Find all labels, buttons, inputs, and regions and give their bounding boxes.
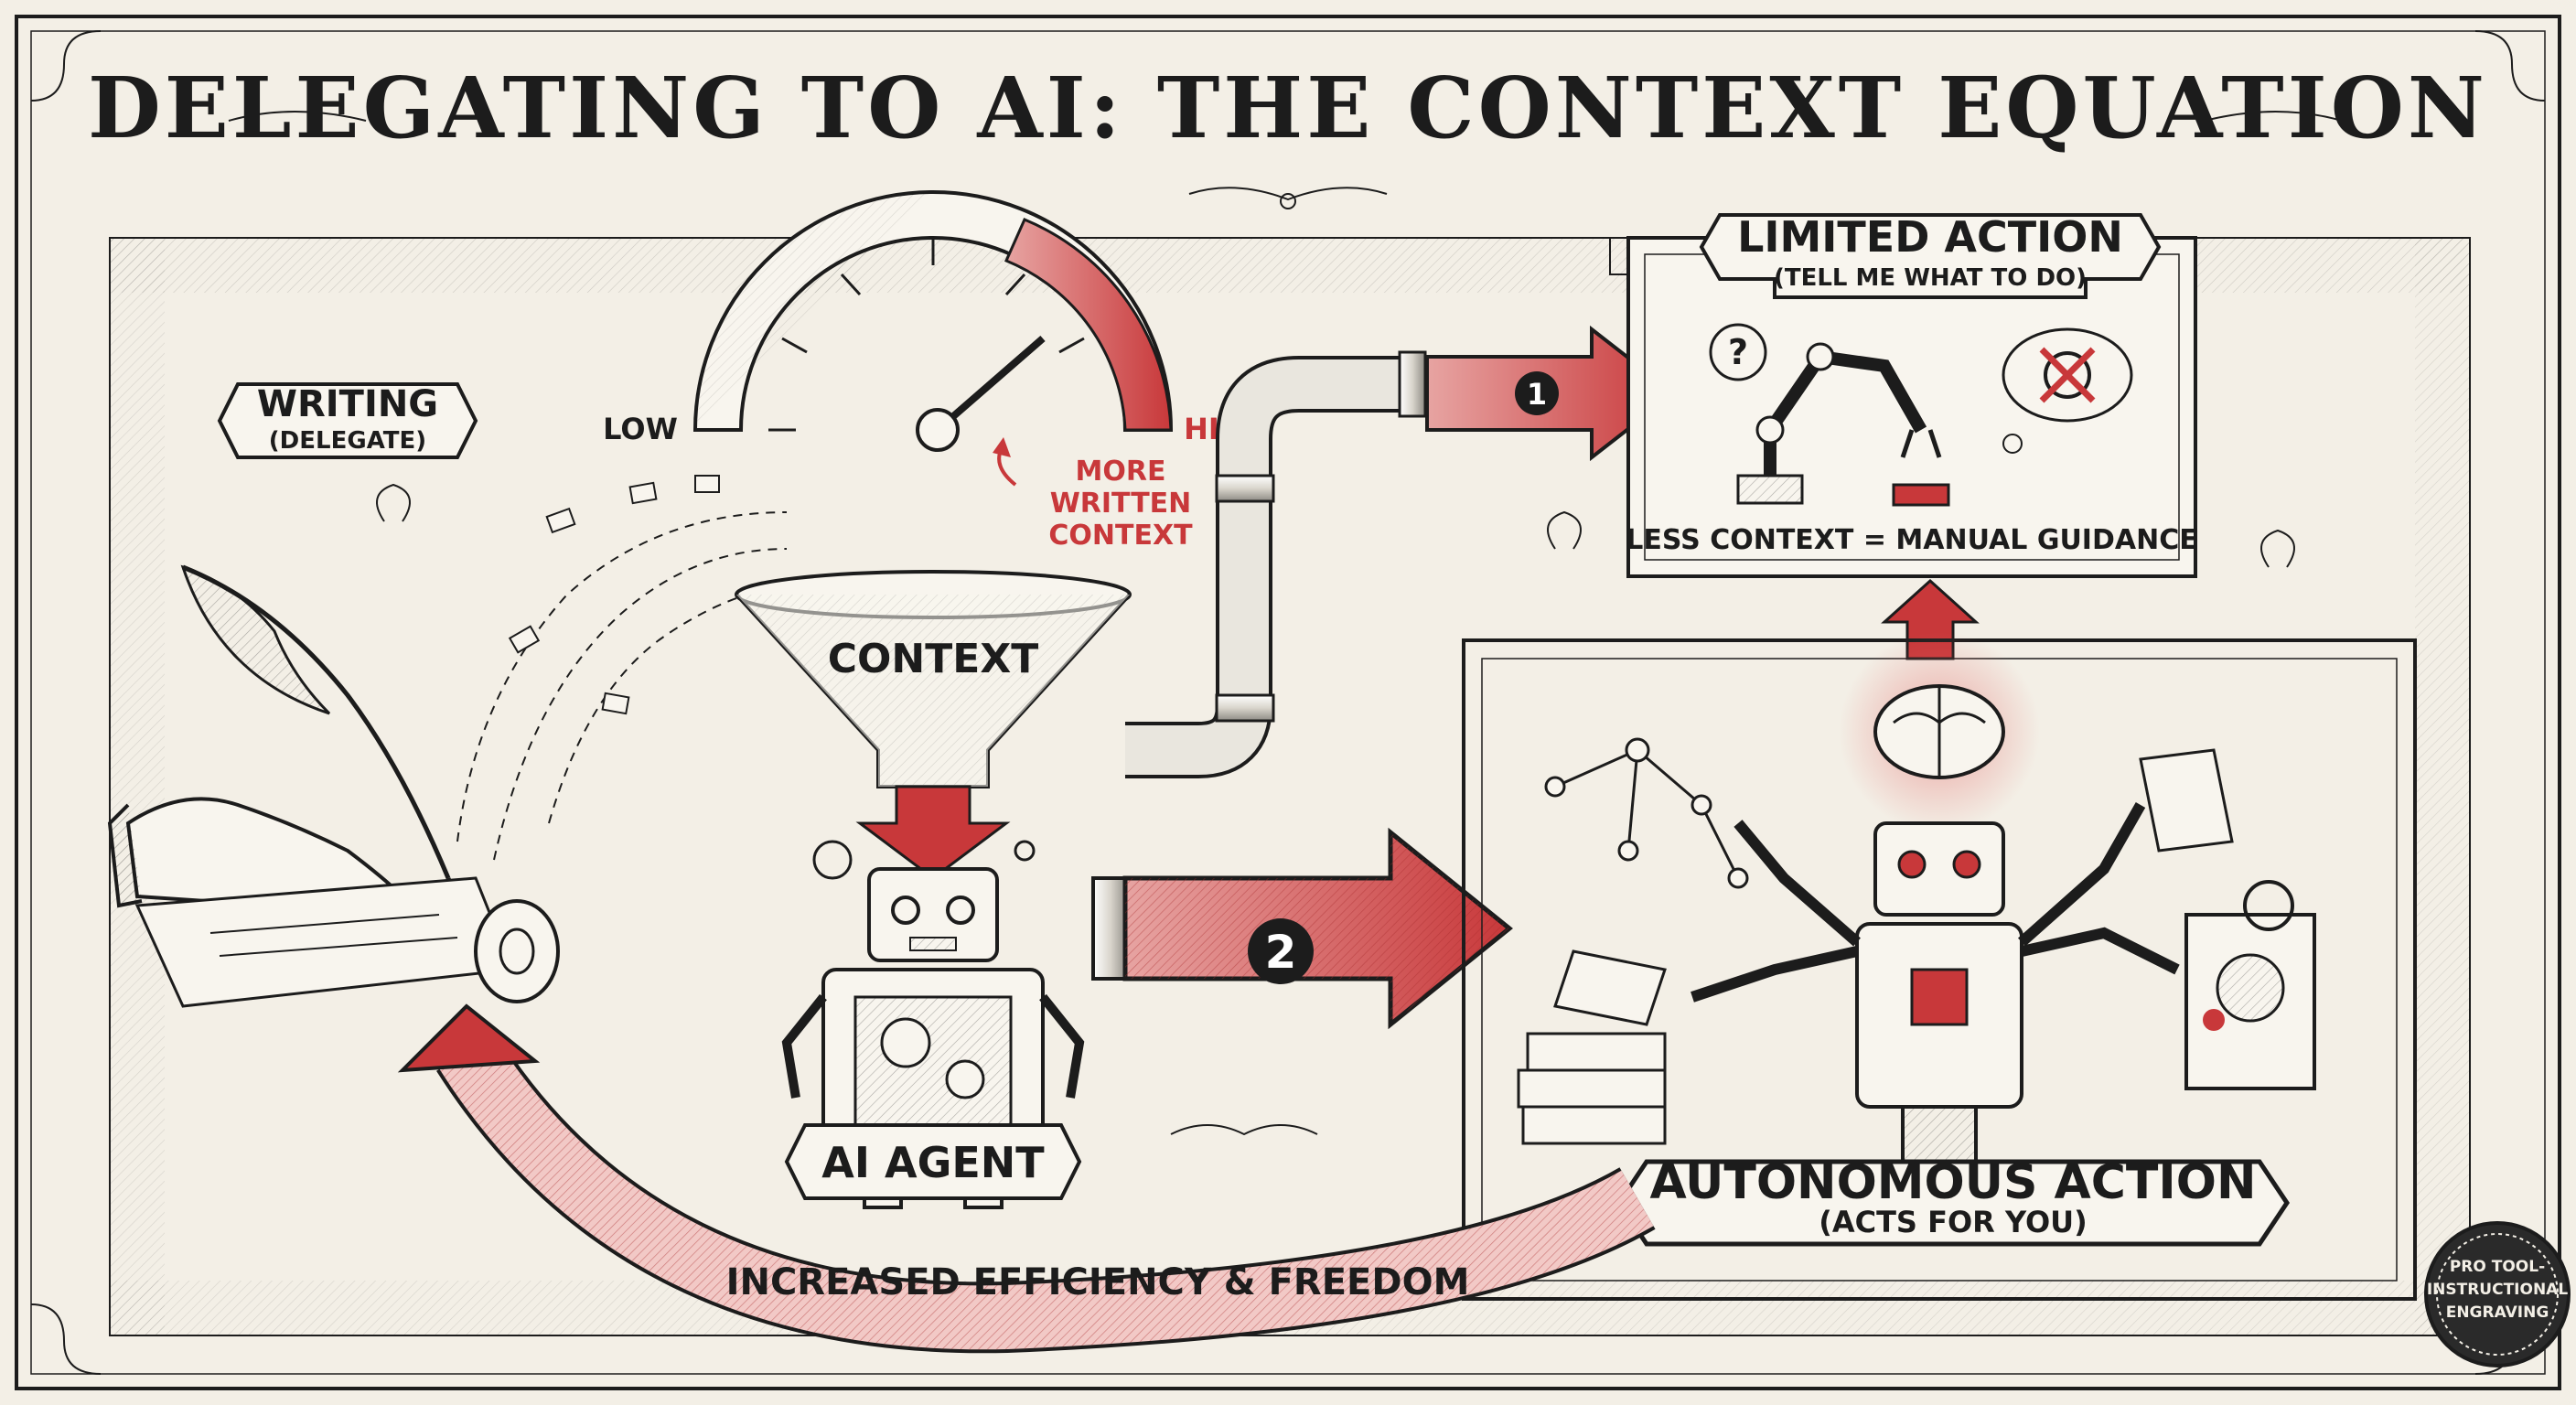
limited-action-panel: LIMITED ACTION (TELL ME WHAT TO DO) ? LE…	[1626, 212, 2197, 576]
writing-subtitle: (DELEGATE)	[269, 427, 426, 455]
paper-stream	[457, 476, 787, 860]
feedback-label: INCREASED EFFICIENCY & FREEDOM	[726, 1261, 1470, 1303]
ai-agent-plaque: AI AGENT	[787, 1125, 1079, 1198]
gauge-note-line-3: CONTEXT	[1048, 520, 1193, 552]
question-bubble-icon: ?	[1711, 325, 1766, 380]
ai-agent-label: AI AGENT	[821, 1138, 1045, 1187]
title-block: DELEGATING TO AI: THE CONTEXT EQUATION	[88, 59, 2488, 209]
question-mark: ?	[1728, 332, 1748, 372]
engraving-seal: PRO TOOL- INSTRUCTIONAL ENGRAVING	[2426, 1223, 2569, 1366]
limited-action-title: LIMITED ACTION	[1737, 212, 2123, 262]
brain-icon	[1875, 686, 2003, 778]
machine-panel-icon	[2186, 882, 2314, 1089]
gauge-note-line-2: WRITTEN	[1050, 488, 1192, 520]
step-1-badge: 1	[1527, 377, 1547, 412]
writing-title: WRITING	[257, 383, 438, 425]
seal-line-2: INSTRUCTIONAL	[2427, 1281, 2569, 1299]
autonomous-robot-icon	[1692, 805, 2177, 1162]
arrow-to-autonomous-action: 2	[1093, 832, 1509, 1024]
limited-action-caption: LESS CONTEXT = MANUAL GUIDANCE	[1626, 524, 2197, 556]
network-graph-icon	[1546, 739, 1747, 887]
gauge-note-line-1: MORE	[1076, 456, 1166, 488]
seal-line-3: ENGRAVING	[2446, 1303, 2549, 1322]
funnel-label: CONTEXT	[828, 636, 1039, 682]
writing-plaque: WRITING (DELEGATE)	[220, 383, 476, 457]
autonomous-action-title: AUTONOMOUS ACTION	[1650, 1155, 2257, 1210]
page-title: DELEGATING TO AI: THE CONTEXT EQUATION	[88, 59, 2488, 157]
step-2-badge: 2	[1265, 926, 1297, 979]
book-stack-icon	[1519, 951, 1665, 1143]
seal-line-1: PRO TOOL-	[2450, 1258, 2545, 1276]
autonomous-action-subtitle: (ACTS FOR YOU)	[1819, 1205, 2088, 1239]
limited-action-subtitle: (TELL ME WHAT TO DO)	[1774, 264, 2087, 292]
context-funnel: CONTEXT	[736, 572, 1130, 878]
pipe-to-limited-action: 1	[1125, 329, 1674, 750]
gauge-low-label: LOW	[603, 412, 678, 446]
open-book-icon	[2141, 750, 2232, 851]
gear-icon	[814, 842, 851, 878]
